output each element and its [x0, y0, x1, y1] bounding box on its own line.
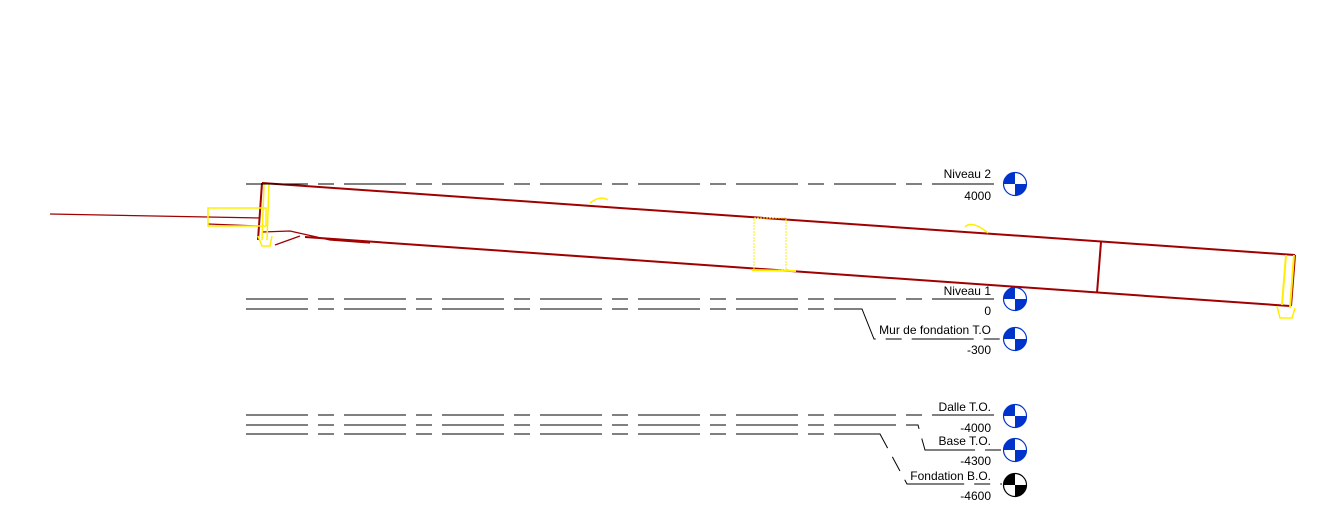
yellow-mark: [964, 223, 989, 234]
level-elevation[interactable]: -4300: [960, 454, 991, 468]
slab-left-edge: [257, 182, 263, 241]
level-head-icon[interactable]: [1002, 437, 1028, 463]
level-name[interactable]: Mur de fondation T.O: [879, 323, 991, 337]
level-line-fondation[interactable]: [246, 433, 1002, 485]
yellow-bracket-left: [207, 207, 267, 227]
level-head-icon[interactable]: [1002, 326, 1028, 352]
level-head-icon[interactable]: [1002, 286, 1028, 312]
level-name[interactable]: Niveau 1: [944, 284, 992, 298]
sloped-slab[interactable]: [49, 182, 1296, 307]
yellow-post-right: [1289, 254, 1295, 309]
haunch-line-2: [274, 235, 301, 246]
yellow-post-right: [1281, 254, 1287, 306]
level-name[interactable]: Fondation B.O.: [910, 469, 991, 483]
yellow-column: [753, 217, 787, 271]
level-elevation[interactable]: 4000: [964, 189, 991, 203]
slab-joint: [1096, 241, 1102, 294]
yellow-post: [266, 183, 270, 241]
level-lines: [246, 183, 1002, 485]
level-head-icon[interactable]: [1002, 403, 1028, 429]
yellow-post: [261, 183, 265, 241]
yellow-base: [751, 269, 797, 272]
yellow-foot-right: [1276, 305, 1296, 319]
level-head-icon[interactable]: [1002, 171, 1028, 197]
slab-top-edge: [261, 182, 1296, 256]
level-name[interactable]: Base T.O.: [939, 434, 991, 448]
level-elevation[interactable]: -4000: [960, 421, 991, 435]
level-name[interactable]: Dalle T.O.: [939, 400, 991, 414]
level-elevation[interactable]: -4600: [960, 489, 991, 503]
yellow-foot: [257, 235, 273, 247]
level-line-base[interactable]: [246, 424, 1002, 451]
slab-bottom-edge: [304, 236, 1291, 307]
level-name[interactable]: Niveau 2: [944, 167, 992, 181]
level-head-icon[interactable]: [1002, 472, 1028, 498]
yellow-mark: [589, 197, 609, 204]
haunch-line: [261, 230, 371, 244]
level-elevation[interactable]: 0: [984, 304, 991, 318]
extension-line: [49, 213, 261, 219]
detail-components: [207, 183, 1296, 319]
level-line-mur-de-fondation[interactable]: [246, 308, 1002, 340]
level-elevation[interactable]: -300: [967, 343, 991, 357]
